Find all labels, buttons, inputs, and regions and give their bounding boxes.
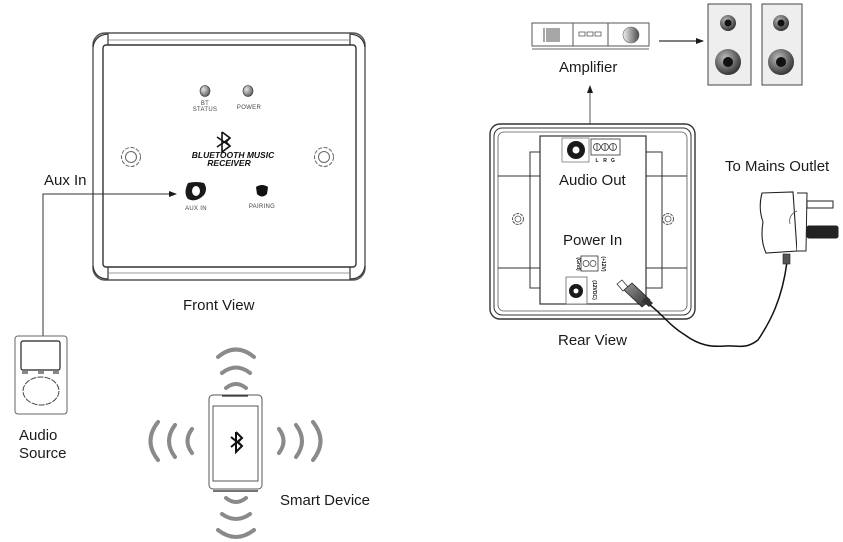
- rear-view-plate: L R G (Gnd) (+12V) (12VDC): [489, 123, 696, 320]
- speaker-left-icon: [707, 3, 752, 86]
- speaker-right-icon: [761, 3, 803, 86]
- screw-hole-left-icon: [121, 147, 141, 167]
- terminal-label-r: R: [603, 158, 607, 164]
- front-view-plate: BT STATUS POWER BLUETOOTH MUSIC RECEIVER…: [92, 32, 366, 281]
- screw-hole-right-icon: [314, 147, 334, 167]
- to-mains-outlet-label: To Mains Outlet: [725, 158, 830, 175]
- mains-adapter-icon: [759, 191, 839, 265]
- audio-out-label: Audio Out: [559, 172, 626, 189]
- power-terminal-gnd-label: (Gnd): [575, 257, 581, 271]
- smart-device-icon: [208, 394, 263, 492]
- power-terminal-12v-label: (+12V): [600, 256, 606, 271]
- power-led-label: POWER: [237, 105, 262, 111]
- bt-status-led-label-2: STATUS: [193, 107, 218, 113]
- power-led-icon: [242, 85, 254, 97]
- amplifier-icon: [531, 22, 650, 50]
- pairing-button-label: PAIRING: [249, 204, 275, 210]
- terminal-label-g: G: [611, 158, 615, 164]
- dc-jack-label: (12VDC): [591, 280, 597, 300]
- bluetooth-waves-icon: [148, 347, 323, 539]
- power-cable: [649, 261, 788, 348]
- amplifier-label: Amplifier: [559, 59, 618, 76]
- dc-plug-icon: [616, 279, 653, 308]
- smart-device-bluetooth-icon: [230, 431, 244, 455]
- aux-in-jack-icon: [185, 182, 206, 201]
- aux-in-label: Aux In: [44, 172, 87, 189]
- brand-label-line2: RECEIVER: [207, 158, 251, 168]
- rear-screw-hole-right-icon: [662, 213, 674, 225]
- smart-device-label: Smart Device: [280, 492, 371, 509]
- audio-out-terminal-block-icon: [590, 138, 621, 156]
- bt-status-led-label-1: BT: [201, 101, 209, 107]
- bluetooth-icon: [216, 131, 232, 154]
- dc-power-jack-icon: [565, 276, 588, 305]
- aux-in-jack-label: AUX IN: [185, 206, 207, 212]
- bt-status-led-icon: [199, 85, 211, 97]
- aux-in-cable: [42, 191, 177, 337]
- pairing-button-icon: [256, 185, 268, 197]
- audio-source-label-line1: Audio: [19, 427, 58, 444]
- power-terminal-block-icon: [580, 255, 599, 272]
- rear-view-label: Rear View: [558, 332, 627, 349]
- audio-source-label-line2: Source: [19, 445, 67, 462]
- power-in-label: Power In: [563, 232, 623, 249]
- brand-label-line1: BLUETOOTH MUSIC: [192, 150, 275, 160]
- audio-source-device-icon: [14, 335, 68, 415]
- audio-out-jack-icon: [561, 137, 590, 163]
- terminal-label-l: L: [595, 158, 598, 164]
- front-view-label: Front View: [183, 297, 255, 314]
- rear-screw-hole-left-icon: [512, 213, 524, 225]
